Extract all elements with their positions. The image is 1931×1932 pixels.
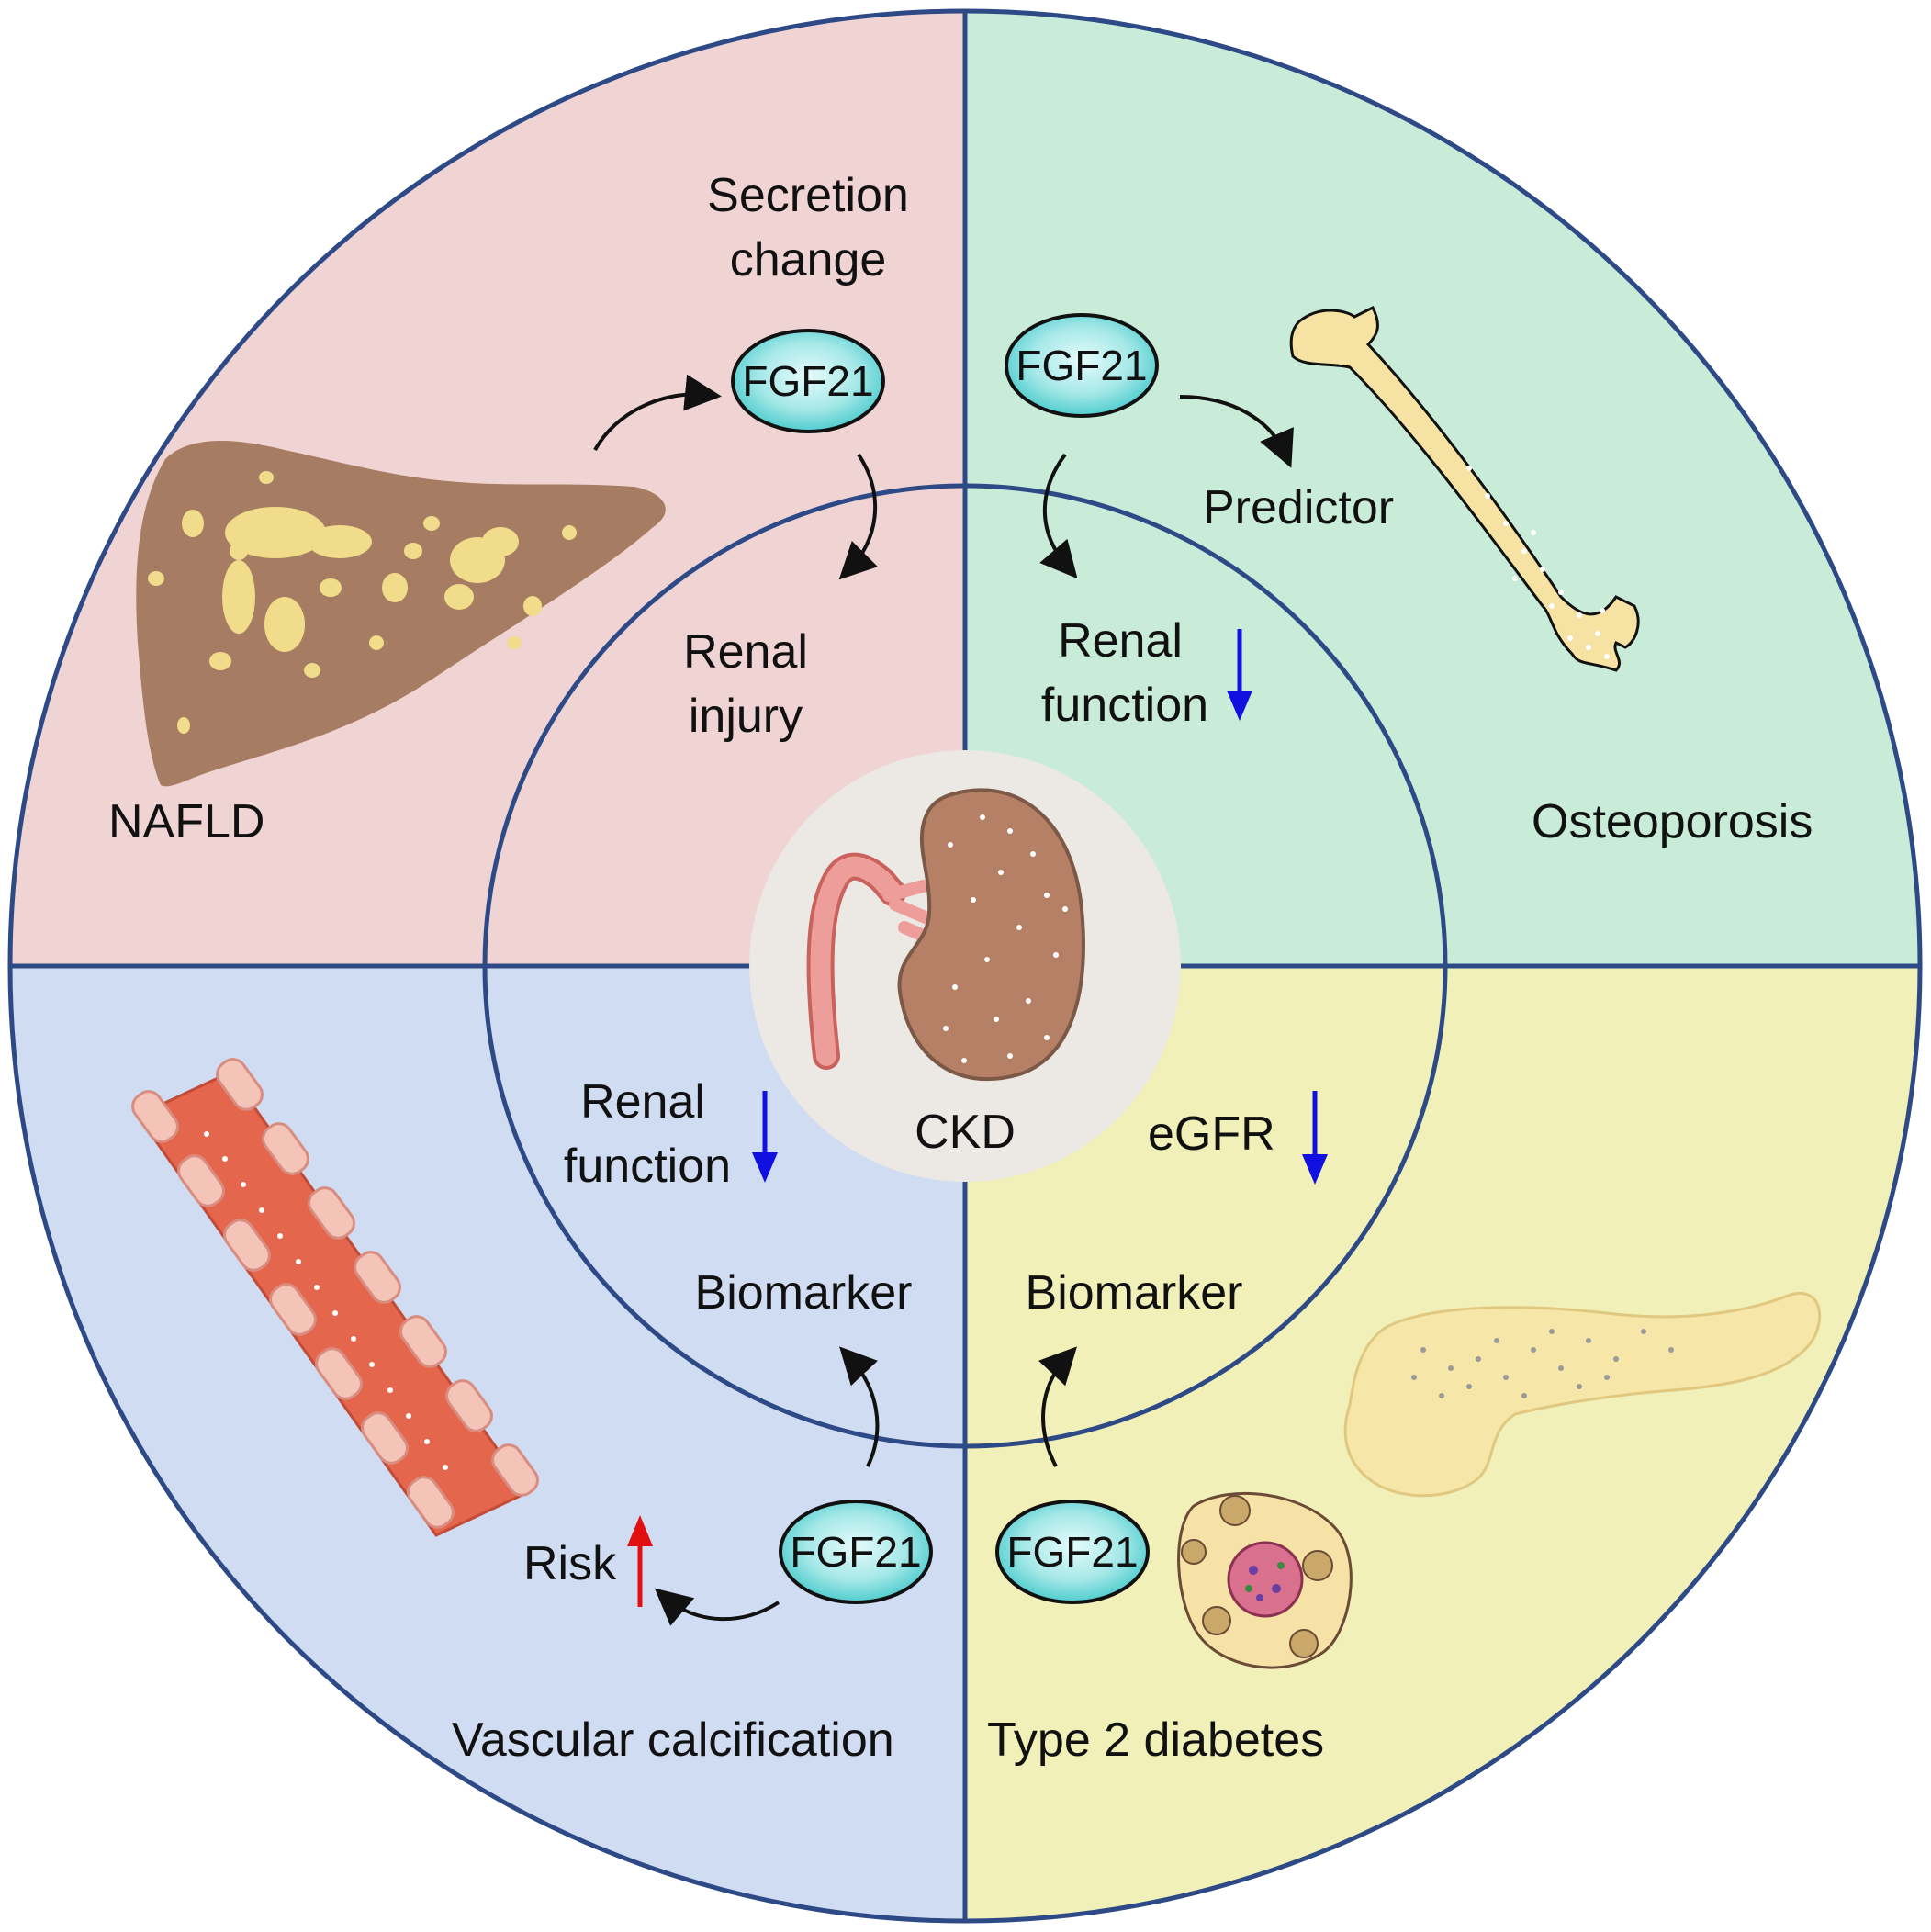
- secretion-change-label-line2: change: [730, 233, 887, 286]
- fgf21-ellipse: [995, 1500, 1150, 1604]
- vascular-fgf21-node: FGF21: [779, 1500, 933, 1604]
- center-label: CKD: [915, 1106, 1016, 1159]
- renal-injury-label-line1: Renal: [683, 625, 808, 679]
- pancreas-icon: [1343, 1291, 1822, 1498]
- diabetes-title: Type 2 diabetes: [987, 1713, 1324, 1767]
- renal-injury-label-line2: injury: [689, 690, 803, 743]
- kidney-icon: [806, 788, 1085, 1082]
- osteo-renal-function-line1: Renal: [1058, 614, 1183, 668]
- osteo-down-arrow-icon: [1227, 629, 1252, 721]
- osteoporosis-fgf21-node: FGF21: [1005, 313, 1159, 418]
- osteo-renal-function-line2: function: [1041, 679, 1208, 732]
- vascular-renal-function-line2: function: [564, 1140, 731, 1193]
- fgf21-label: FGF21: [1016, 342, 1147, 389]
- fgf21-to-predictor-arrow: [1179, 395, 1294, 468]
- liver-to-fgf21-arrow: [593, 374, 722, 451]
- vascular-renal-function-line1: Renal: [580, 1075, 705, 1129]
- nafld-title: NAFLD: [108, 795, 264, 848]
- egfr-label: eGFR: [1148, 1107, 1275, 1161]
- vascular-biomarker-label: Biomarker: [695, 1266, 913, 1320]
- fgf21-ellipse: [731, 329, 885, 433]
- fgf21-to-biomarker-arrow-right: [1038, 1346, 1077, 1467]
- fgf21-to-biomarker-arrow-left: [839, 1346, 880, 1467]
- diabetes-fgf21-node: FGF21: [995, 1500, 1150, 1604]
- risk-up-arrow-icon: [627, 1515, 653, 1607]
- liver-icon: [136, 441, 666, 787]
- fgf21-label: FGF21: [790, 1528, 921, 1576]
- osteoporosis-title: Osteoporosis: [1532, 795, 1813, 848]
- vascular-title: Vascular calcification: [452, 1713, 894, 1767]
- fgf21-to-renal-function-arrow: [1039, 453, 1078, 579]
- fgf21-ellipse: [779, 1500, 933, 1604]
- islet-cell-icon: [1177, 1491, 1353, 1669]
- nafld-fgf21-node: FGF21: [731, 329, 885, 433]
- fgf21-label: FGF21: [1006, 1528, 1138, 1576]
- blood-vessel-icon: [131, 1058, 539, 1537]
- bone-icon: [1289, 305, 1640, 672]
- diabetes-biomarker-label: Biomarker: [1026, 1266, 1243, 1320]
- fgf21-to-risk-arrow: [654, 1588, 780, 1626]
- egfr-down-arrow-icon: [1302, 1091, 1328, 1185]
- fgf21-to-renal-injury-arrow: [838, 453, 879, 580]
- fgf21-ellipse: [1005, 313, 1159, 418]
- risk-label: Risk: [523, 1537, 617, 1590]
- predictor-label: Predictor: [1203, 481, 1394, 534]
- fgf21-label: FGF21: [742, 357, 873, 405]
- vascular-down-arrow-icon: [752, 1091, 778, 1183]
- secretion-change-label-line1: Secretion: [707, 169, 909, 222]
